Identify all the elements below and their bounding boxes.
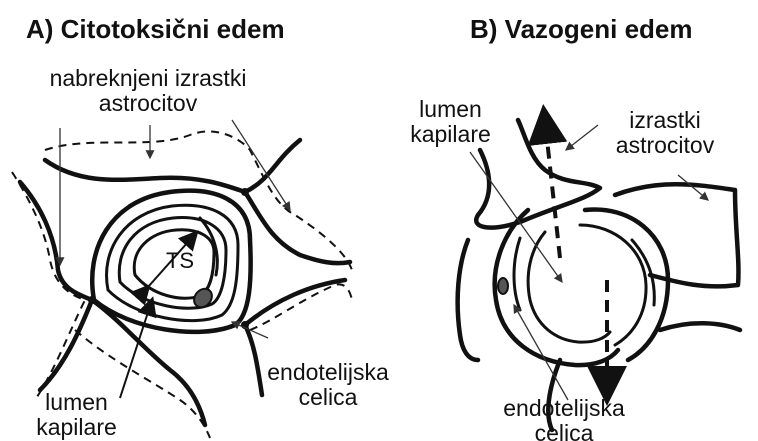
- label-processes-b-line1: izrastki: [600, 108, 730, 133]
- flow-arrow-up: [544, 112, 560, 258]
- astrocyte-process-right: [245, 192, 350, 263]
- capillary-b-left-inner: [528, 232, 610, 342]
- label-swollen-line2: astrocitov: [32, 91, 264, 116]
- astrocyte-process-b-right-lower: [660, 323, 740, 330]
- label-endothelial-a: endotelijska celica: [258, 360, 398, 410]
- label-processes-b: izrastki astrocitov: [600, 108, 730, 158]
- junction-dot: [241, 188, 249, 196]
- panel-b-drawing: [458, 112, 740, 430]
- label-endothelial-b: endotelijska celica: [494, 396, 634, 441]
- processes-pointer-b: [566, 125, 598, 150]
- panel-a-title: A) Citotoksični edem: [26, 14, 285, 45]
- swollen-process-outline-left: [12, 172, 85, 400]
- panel-b-title: B) Vazogeni edem: [470, 14, 693, 45]
- astrocyte-process-b-right: [615, 184, 738, 286]
- label-endothelial-b-line2: celica: [494, 421, 634, 441]
- label-lumen-a-line2: kapilare: [24, 415, 129, 440]
- label-lumen-b-line2: kapilare: [398, 122, 503, 147]
- label-swollen-line1: nabreknjeni izrastki: [32, 66, 264, 91]
- endothelial-pointer-b: [514, 305, 568, 400]
- label-endothelial-b-line1: endotelijska: [494, 396, 634, 421]
- label-processes-b-line2: astrocitov: [600, 133, 730, 158]
- swollen-pointer-right: [232, 120, 290, 210]
- label-endothelial-a-line2: celica: [258, 385, 398, 410]
- capillary-b-left-wall: [514, 238, 520, 310]
- endothelial-nucleus-b: [498, 278, 508, 294]
- label-lumen-a: lumen kapilare: [24, 390, 129, 440]
- label-ts: TS: [155, 248, 205, 273]
- astrocyte-process-b-left: [458, 240, 478, 360]
- astrocyte-process-bottom-left: [40, 300, 92, 390]
- label-swollen-processes: nabreknjeni izrastki astrocitov: [32, 66, 264, 116]
- junction-dot: [88, 296, 96, 304]
- label-lumen-b-line1: lumen: [398, 97, 503, 122]
- astrocyte-process-top: [45, 160, 245, 192]
- label-endothelial-a-line1: endotelijska: [258, 360, 398, 385]
- label-lumen-b: lumen kapilare: [398, 97, 503, 147]
- label-lumen-a-line1: lumen: [24, 390, 129, 415]
- astrocyte-process-top-right: [245, 140, 300, 192]
- astrocyte-process-left: [20, 182, 92, 300]
